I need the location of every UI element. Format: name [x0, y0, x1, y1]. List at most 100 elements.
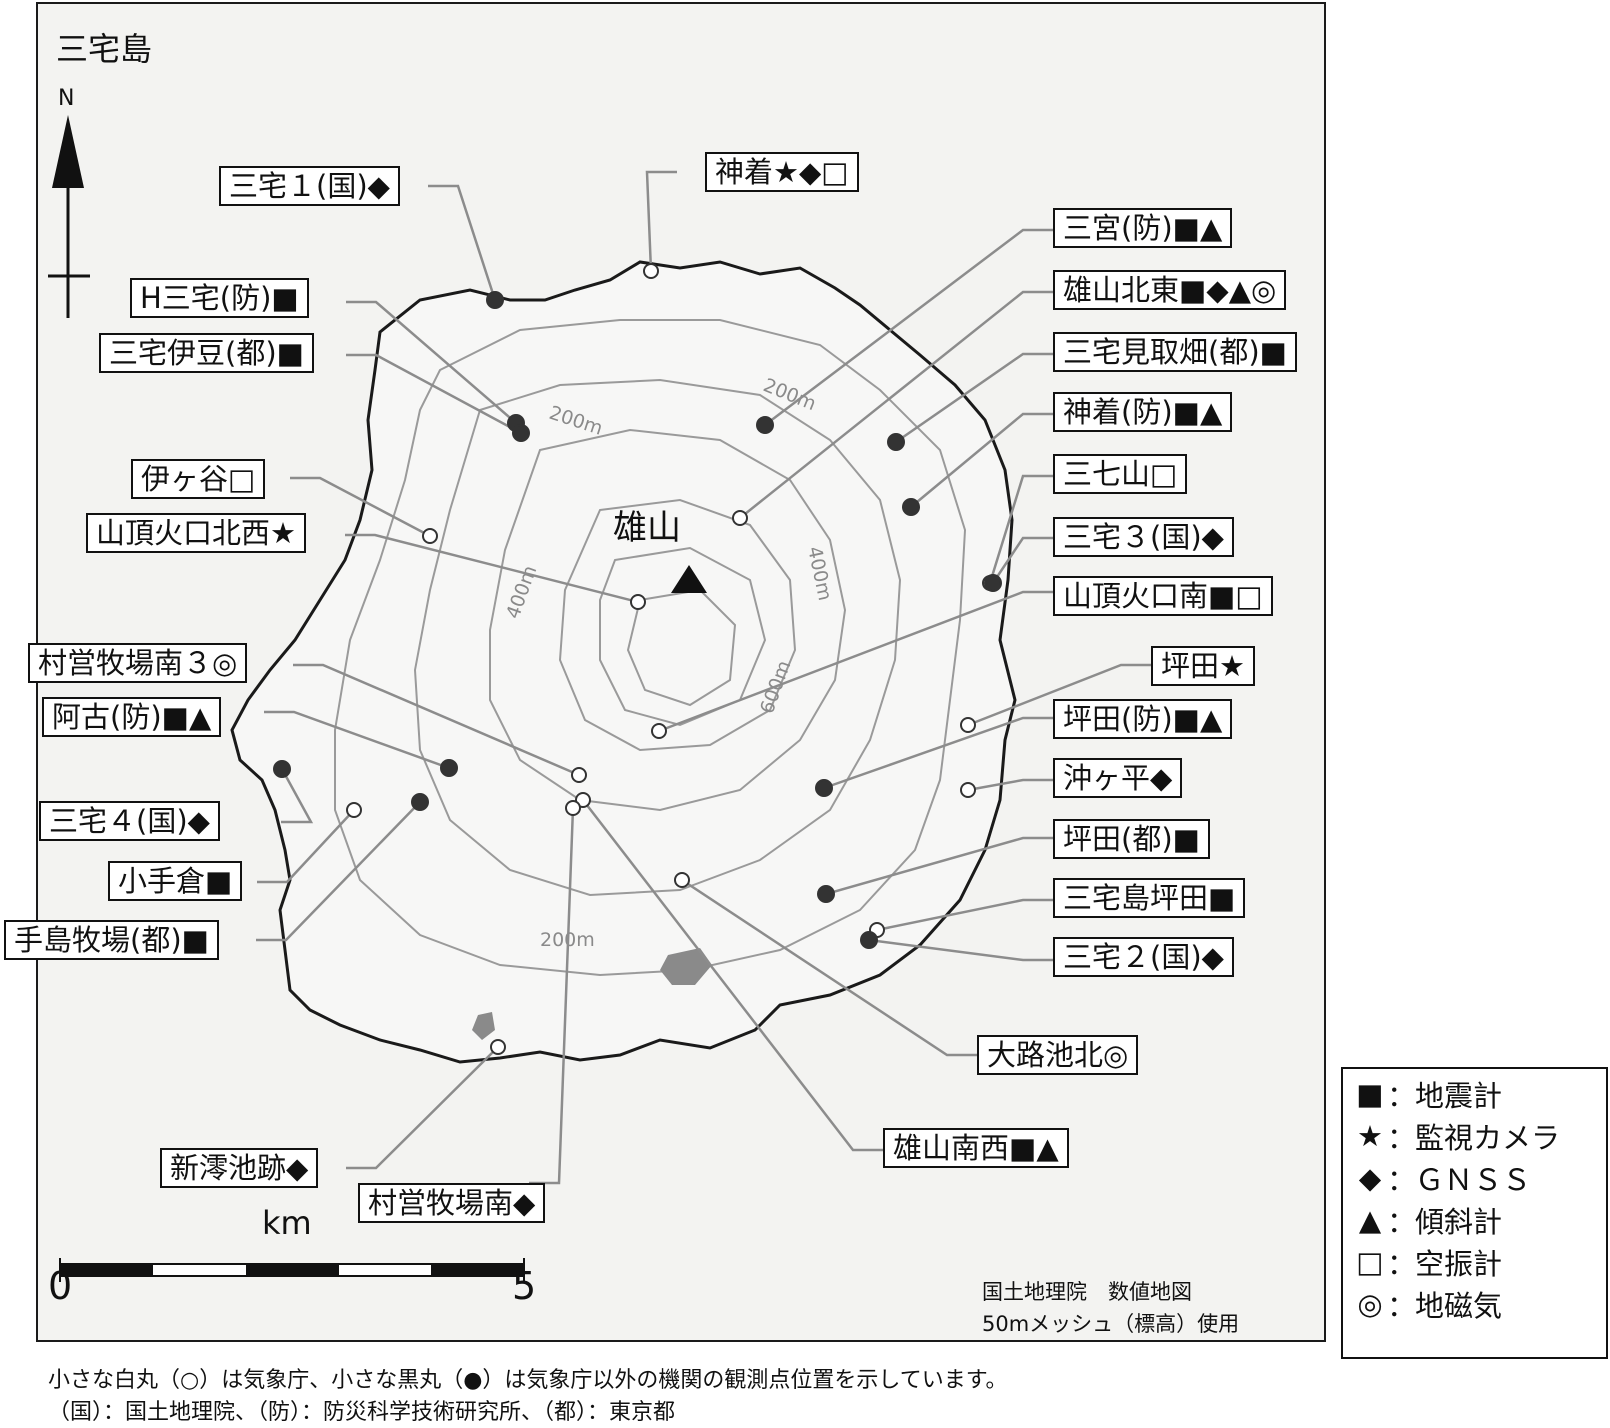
- station-marker-jma: [732, 510, 748, 526]
- legend-item-tiltmeter: ▲：傾斜計: [1353, 1199, 1596, 1241]
- leader-line: [257, 809, 355, 884]
- station-marker-other-agency: [984, 574, 1002, 592]
- leader-line: [582, 799, 883, 1152]
- station-marker-jma: [960, 782, 976, 798]
- leader-line: [345, 533, 639, 604]
- scale-segment: [431, 1264, 524, 1276]
- leader-line: [895, 352, 1053, 444]
- leader-line: [280, 768, 314, 824]
- station-label: H三宅(防)■: [130, 278, 309, 318]
- peak-label: 雄山: [613, 508, 681, 548]
- station-label: 三宅３(国)◆: [1053, 517, 1234, 557]
- scale-end-label: 5: [512, 1264, 537, 1308]
- leader-line: [764, 228, 1053, 426]
- station-marker-jma: [346, 802, 362, 818]
- station-label: 阿古(防)■▲: [42, 697, 222, 737]
- note-line-1: 小さな白丸（○）は気象庁、小さな黒丸（●）は気象庁以外の機関の観測点位置を示して…: [48, 1368, 1008, 1393]
- leader-line: [264, 710, 450, 770]
- leader-line: [991, 536, 1053, 584]
- scale-unit: km: [262, 1204, 312, 1242]
- station-marker-other-agency: [860, 931, 878, 949]
- contour-line: [626, 588, 737, 707]
- leader-line: [293, 663, 580, 777]
- infrasound-square-icon: □: [1356, 1245, 1384, 1279]
- leader-line: [645, 170, 677, 272]
- leader-line: [825, 836, 1053, 896]
- lake-tairoike: [660, 948, 712, 985]
- station-label: 三宅島坪田■: [1053, 878, 1246, 918]
- leader-line: [290, 476, 431, 538]
- station-marker-other-agency: [486, 291, 504, 309]
- station-label: 大路池北◎: [977, 1035, 1139, 1075]
- station-label: 雄山北東■◆▲◎: [1053, 270, 1287, 310]
- contour-line: [413, 378, 902, 897]
- leader-line: [988, 474, 1053, 584]
- station-marker-jma: [960, 717, 976, 733]
- station-label: 坪田(防)■▲: [1053, 699, 1233, 739]
- station-label: 山頂火口北西★: [86, 513, 306, 553]
- station-marker-other-agency: [440, 759, 458, 777]
- legend-item-magnetometer: ◎：地磁気: [1353, 1283, 1596, 1325]
- station-label: 村営牧場南◆: [358, 1183, 546, 1223]
- leader-line: [868, 938, 1053, 962]
- station-marker-jma: [643, 263, 659, 279]
- coastline: [230, 260, 1017, 1064]
- station-label: 神着(防)■▲: [1053, 392, 1233, 432]
- seismometer-square-icon: ■: [1356, 1077, 1384, 1111]
- magnetometer-bullseye-icon: ◎: [1357, 1287, 1383, 1321]
- station-marker-jma: [565, 800, 581, 816]
- leader-line: [967, 778, 1053, 792]
- lake-shinmyo: [472, 1012, 495, 1040]
- summit-triangle-icon: [671, 565, 707, 593]
- station-label: 新澪池跡◆: [160, 1148, 319, 1188]
- station-marker-jma: [490, 1039, 506, 1055]
- north-arrow-icon: [52, 115, 84, 188]
- station-label: 坪田(都)■: [1053, 819, 1211, 859]
- map-title: 三宅島: [56, 30, 153, 68]
- legend-item-infrasound: □：空振計: [1353, 1241, 1596, 1283]
- station-marker-jma: [674, 872, 690, 888]
- contour-line: [489, 428, 847, 812]
- station-marker-other-agency: [411, 793, 429, 811]
- station-label: 三宅１(国)◆: [219, 166, 400, 206]
- station-label: 三宅見取畑(都)■: [1053, 332, 1298, 372]
- station-label: 小手倉■: [108, 861, 243, 901]
- station-label: 三宮(防)■▲: [1053, 208, 1233, 248]
- station-label: 三宅４(国)◆: [39, 801, 220, 841]
- station-marker-other-agency: [887, 433, 905, 451]
- station-marker-jma: [651, 723, 667, 739]
- gnss-diamond-icon: ◆: [1358, 1161, 1382, 1195]
- station-marker-jma: [571, 767, 587, 783]
- legend-item-camera: ★：監視カメラ: [1353, 1115, 1596, 1157]
- scale-segment: [60, 1264, 153, 1276]
- station-label: 山頂火口南■□: [1053, 576, 1273, 616]
- station-label: 神着★◆□: [705, 152, 859, 192]
- leader-line: [346, 1046, 499, 1170]
- north-label: N: [58, 86, 75, 111]
- station-label: 伊ヶ谷□: [131, 459, 266, 499]
- legend-item-gnss: ◆：ＧＮＳＳ: [1353, 1157, 1596, 1199]
- leader-line: [910, 412, 1053, 508]
- note-line-2: （国）：国土地理院、（防）：防災科学技術研究所、（都）：東京都: [48, 1400, 676, 1425]
- station-marker-other-agency: [512, 424, 530, 442]
- scale-segment: [246, 1264, 339, 1276]
- scale-start-label: 0: [48, 1264, 73, 1308]
- station-marker-other-agency: [817, 885, 835, 903]
- leader-line: [823, 716, 1053, 790]
- station-label: 沖ヶ平◆: [1053, 758, 1183, 798]
- station-label: 坪田★: [1151, 646, 1255, 686]
- leader-line: [658, 590, 1053, 733]
- leader-line: [346, 353, 522, 435]
- station-marker-other-agency: [815, 779, 833, 797]
- leader-line: [428, 184, 497, 301]
- legend-item-seismometer: ■：地震計: [1353, 1073, 1596, 1115]
- station-marker-jma: [422, 528, 438, 544]
- station-label: 三宅２(国)◆: [1053, 937, 1234, 977]
- leader-line: [256, 801, 421, 942]
- contour-line: [334, 319, 967, 977]
- tiltmeter-triangle-icon: ▲: [1358, 1203, 1382, 1237]
- credit-line-2: 50mメッシュ（標高）使用: [982, 1312, 1240, 1336]
- camera-star-icon: ★: [1357, 1119, 1383, 1153]
- station-marker-other-agency: [902, 498, 920, 516]
